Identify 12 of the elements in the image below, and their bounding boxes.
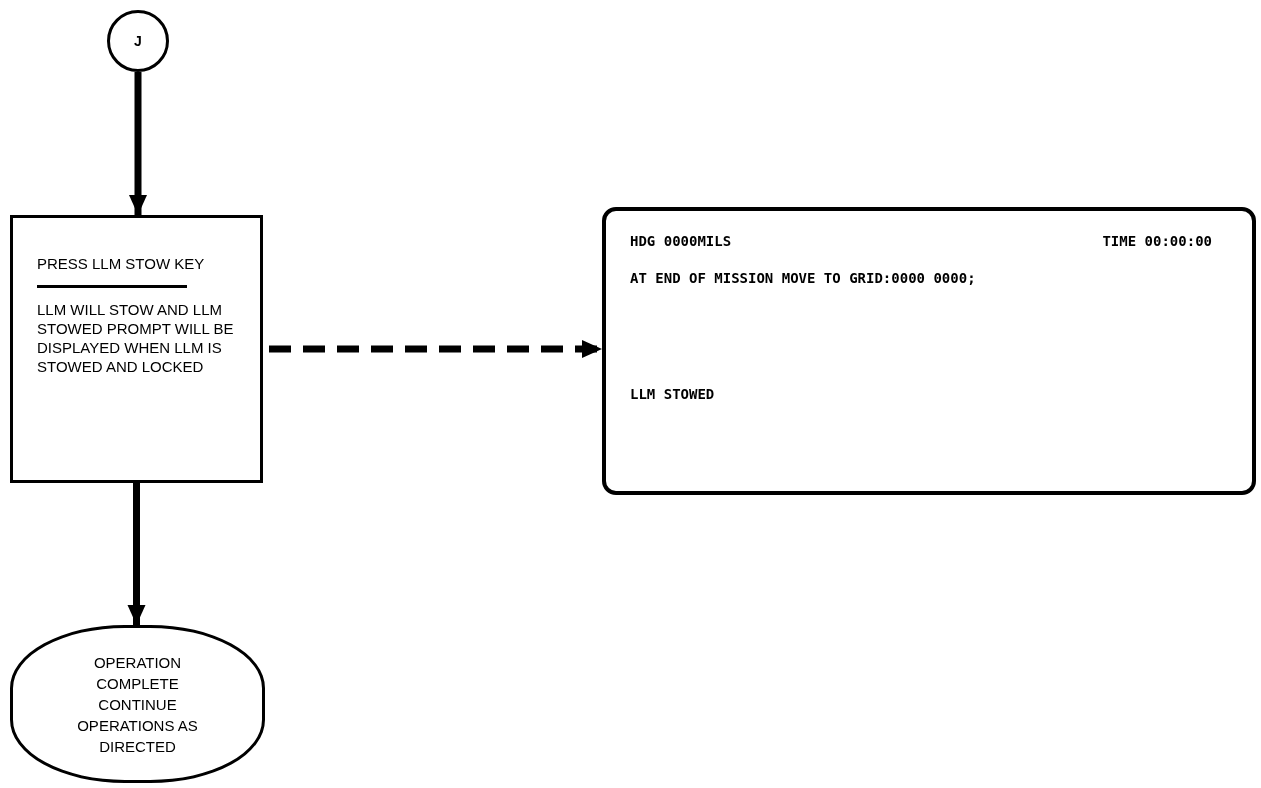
arrow: [127, 483, 146, 625]
screen-text: HDG 0000MILS: [630, 232, 732, 251]
screen-text: AT END OF MISSION MOVE TO GRID:0000 0000;: [630, 269, 977, 288]
screen-text: TIME 00:00:00: [1102, 232, 1212, 251]
step-text: LLM WILL STOW AND LLM STOWED PROMPT WILL BE DISPLAYED WHEN LLM IS STOWED AND LOCKED: [37, 300, 235, 376]
terminal-text: OPERATION COMPLETE CONTINUE OPERATIONS AS DIRECTED: [76, 652, 199, 757]
connector-label: J: [134, 32, 142, 51]
process-box: [10, 215, 263, 483]
step-text: PRESS LLM STOW KEY: [37, 254, 206, 273]
screen-text: LLM STOWED: [630, 385, 716, 404]
arrow: [129, 72, 147, 215]
display-screen: [602, 207, 1256, 495]
